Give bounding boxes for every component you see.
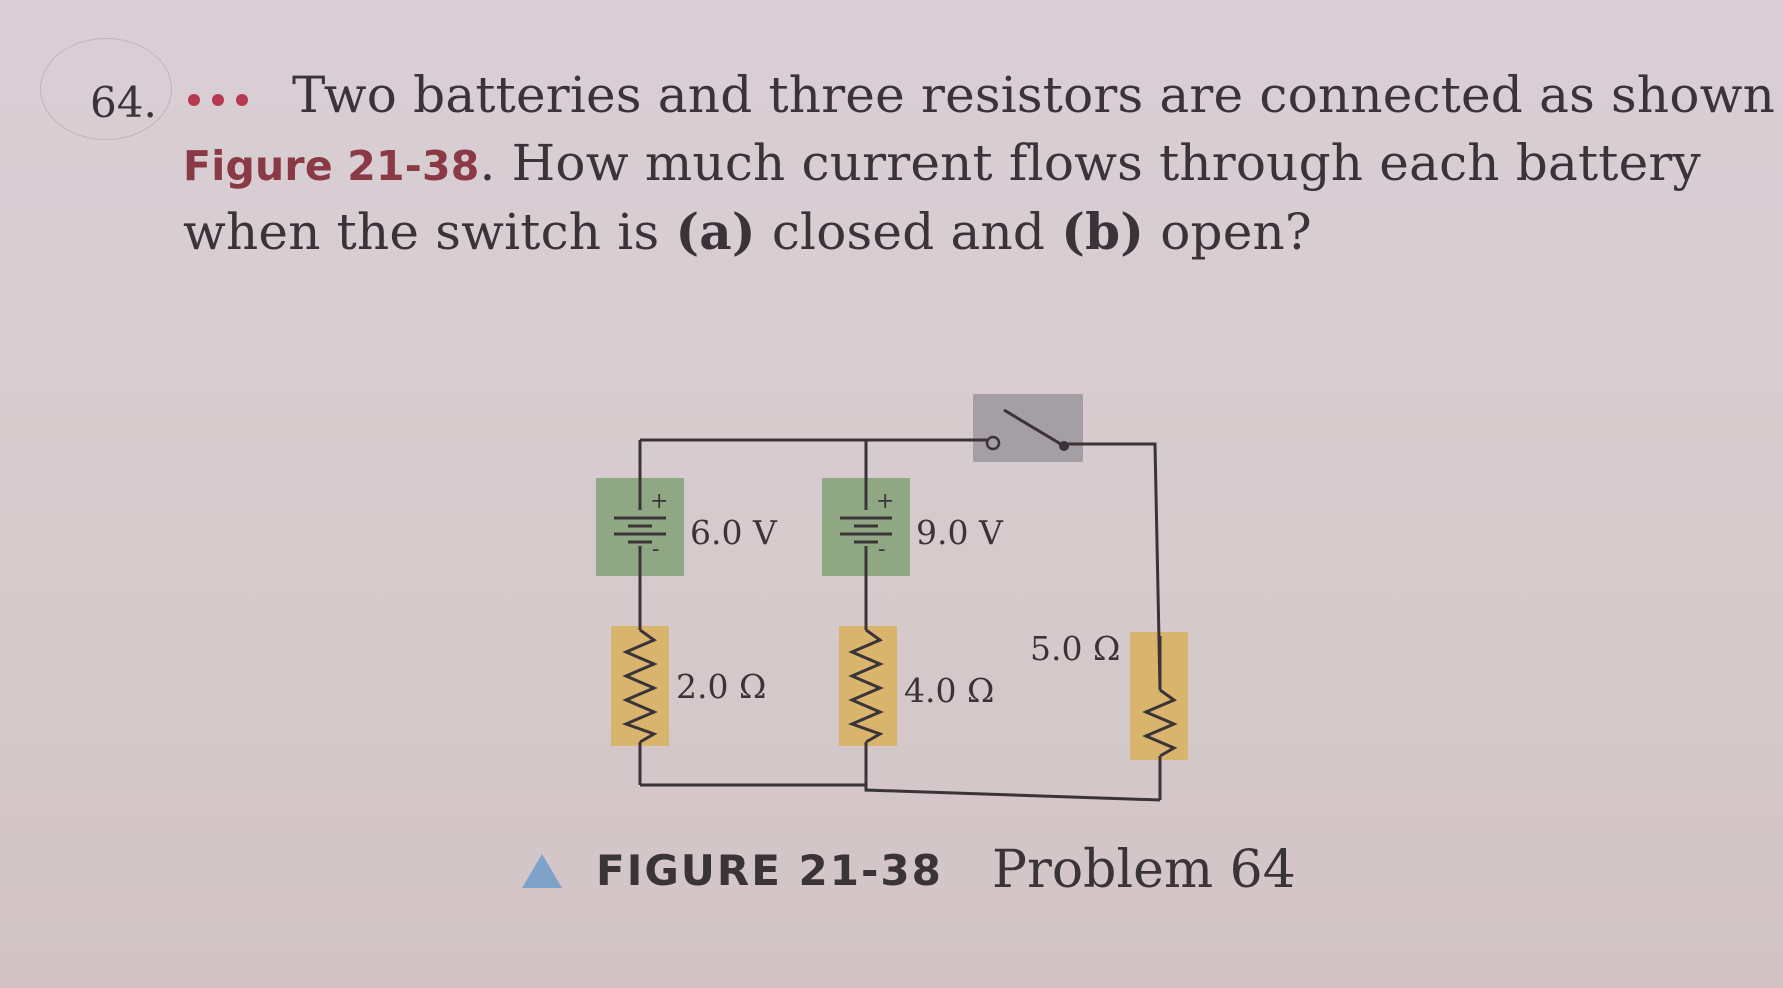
battery-2-minus: - bbox=[878, 537, 885, 562]
figure-caption-label: FIGURE 21-38 bbox=[596, 846, 943, 895]
battery-1-plus: + bbox=[650, 489, 668, 514]
resistor-2-symbol bbox=[847, 628, 884, 744]
battery-2-label: 9.0 V bbox=[916, 513, 1004, 552]
battery-1-symbol bbox=[614, 516, 666, 544]
difficulty-dot bbox=[212, 94, 224, 106]
battery-2-symbol bbox=[840, 516, 892, 544]
resistor-1-symbol bbox=[621, 628, 658, 744]
resistor-2-label: 4.0 Ω bbox=[904, 671, 994, 710]
triangle-icon bbox=[522, 854, 562, 888]
battery-1-minus: - bbox=[652, 537, 659, 562]
problem-line-3-end: open? bbox=[1144, 203, 1312, 261]
battery-1-label: 6.0 V bbox=[690, 513, 778, 552]
resistor-1-label: 2.0 Ω bbox=[676, 667, 766, 706]
problem-line-1: Two batteries and three resistors are co… bbox=[292, 66, 1783, 124]
figure-caption-text: Problem 64 bbox=[992, 840, 1296, 900]
bottom-wire bbox=[640, 783, 1161, 802]
part-a-marker: (a) bbox=[675, 202, 756, 261]
problem-line-3-mid: closed and bbox=[755, 203, 1062, 261]
difficulty-dots bbox=[188, 88, 273, 110]
problem-number: 64. bbox=[90, 78, 157, 127]
resistor-3-symbol bbox=[1142, 688, 1178, 758]
problem-line-2-text: . How much current flows through each ba… bbox=[479, 134, 1701, 192]
problem-number-circle bbox=[40, 38, 172, 140]
resistor-3-label: 5.0 Ω bbox=[1030, 629, 1120, 668]
problem-line-3-start: when the switch is bbox=[183, 203, 676, 261]
difficulty-dot bbox=[188, 94, 200, 106]
figure-reference: Figure 21-38 bbox=[183, 142, 480, 190]
top-wire-right bbox=[1064, 442, 1162, 691]
battery-2-plus: + bbox=[876, 489, 894, 514]
problem-line-2: Figure 21-38. How much current flows thr… bbox=[183, 134, 1733, 192]
difficulty-dot bbox=[236, 94, 248, 106]
problem-line-3: when the switch is (a) closed and (b) op… bbox=[183, 202, 1312, 261]
part-b-marker: (b) bbox=[1061, 202, 1145, 261]
switch-symbol bbox=[985, 408, 1069, 451]
switch-box bbox=[973, 394, 1083, 462]
